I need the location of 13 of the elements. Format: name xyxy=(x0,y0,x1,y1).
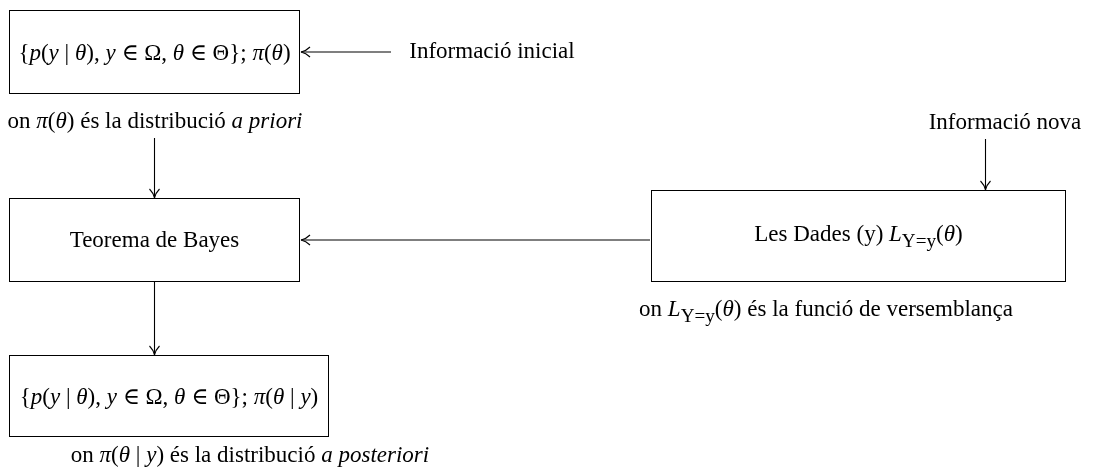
node-caption: on π(θ | y) és la distribució a posteriori xyxy=(70,442,430,468)
process-box xyxy=(651,190,1066,282)
input-label: Informació nova xyxy=(905,105,1104,139)
process-box xyxy=(9,355,329,437)
input-label: Informació inicial xyxy=(392,34,592,68)
process-box xyxy=(9,10,300,94)
box-text: {p(y | θ), y ∈ Ω, θ ∈ Θ}; π(θ | y) xyxy=(19,382,319,410)
box-text: Teorema de Bayes xyxy=(69,227,240,253)
box-text: Les Dades (y) L$_{Y=y}$(θ) xyxy=(754,220,963,252)
node-caption: on π(θ) és la distribució a priori xyxy=(7,108,303,134)
box-text: {p(y | θ), y ∈ Ω, θ ∈ Θ}; π(θ) xyxy=(18,38,291,66)
node-caption: on L$_{Y=y}$(θ) és la funció de versemblança xyxy=(639,296,1013,327)
process-box xyxy=(9,198,300,282)
